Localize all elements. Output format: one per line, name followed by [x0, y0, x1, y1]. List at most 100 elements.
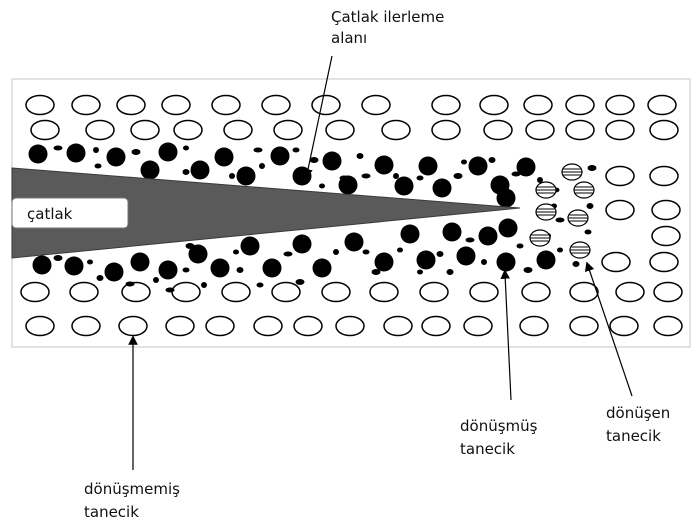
transformed-fragment — [333, 249, 339, 255]
transforming-grain — [570, 242, 590, 258]
untransformed-grain — [122, 283, 150, 302]
untransformed-grain — [70, 283, 98, 302]
crack-zone-label-line1: Çatlak ilerleme — [331, 8, 444, 26]
transformed-fragment — [362, 174, 371, 179]
transformed-fragment — [237, 267, 244, 273]
transformed-fragment — [126, 282, 135, 287]
untransformed-grain — [526, 121, 554, 140]
untransformed-grain — [222, 283, 250, 302]
transformed-label-line2: tanecik — [460, 440, 515, 458]
untransformed-grain — [520, 317, 548, 336]
transformed-grain — [419, 157, 438, 176]
transformed-fragment — [257, 283, 264, 288]
untransformed-grain — [131, 121, 159, 140]
untransformed-grain — [336, 317, 364, 336]
transformed-grain — [443, 223, 462, 242]
transformed-fragment — [461, 160, 467, 165]
transformed-fragment — [437, 251, 444, 257]
transformed-grain — [395, 177, 414, 196]
transformed-fragment — [447, 269, 454, 275]
transformed-fragment — [93, 147, 99, 153]
untransformed-grain — [566, 96, 594, 115]
transformed-grain — [215, 148, 234, 167]
transformed-fragment — [95, 164, 102, 169]
transformed-grain — [159, 261, 178, 280]
transforming-grain — [568, 210, 588, 226]
transformed-grain — [499, 219, 518, 238]
untransformed-grain — [606, 96, 634, 115]
untransformed-grain — [522, 283, 550, 302]
untransformed-grain — [652, 201, 680, 220]
transformed-grain — [537, 251, 556, 270]
transformed-fragment — [296, 279, 305, 285]
untransformed-grain — [26, 317, 54, 336]
transformed-fragment — [183, 146, 189, 151]
transformed-fragment — [489, 157, 496, 163]
transformed-grain — [469, 157, 488, 176]
transformed-fragment — [186, 243, 195, 249]
untransformed-grain — [606, 167, 634, 186]
transformed-grain — [375, 156, 394, 175]
transformed-fragment — [417, 176, 424, 181]
untransformed-grain — [464, 317, 492, 336]
transformed-grain — [293, 235, 312, 254]
untransformed-grain — [166, 317, 194, 336]
transforming-label-line1: dönüşen — [606, 404, 670, 422]
untransformed-grain — [570, 317, 598, 336]
untransformed-grain — [162, 96, 190, 115]
transformed-fragment — [229, 173, 235, 179]
untransformed-grain — [274, 121, 302, 140]
transformed-grain — [323, 152, 342, 171]
untransformed-grain — [606, 121, 634, 140]
transformed-fragment — [319, 184, 325, 189]
transformed-fragment — [454, 173, 463, 179]
transformed-fragment — [556, 218, 565, 223]
transformed-fragment — [54, 255, 63, 261]
untransformed-grain — [650, 253, 678, 272]
transformed-fragment — [363, 250, 370, 255]
transformed-fragment — [183, 268, 190, 273]
transformed-fragment — [588, 165, 597, 171]
transformed-grain — [237, 167, 256, 186]
untransformed-grain — [422, 317, 450, 336]
untransformed-grain — [370, 283, 398, 302]
transformed-grain — [313, 259, 332, 278]
untransformed-grain — [570, 283, 598, 302]
transformed-grain — [375, 253, 394, 272]
untransformed-grain — [31, 121, 59, 140]
transformed-fragment — [357, 153, 364, 159]
transformed-grain — [105, 263, 124, 282]
transformed-fragment — [284, 252, 293, 257]
transformed-fragment — [54, 146, 63, 151]
transformed-fragment — [201, 282, 207, 288]
untransformed-grain — [524, 96, 552, 115]
transformed-fragment — [233, 250, 239, 255]
transforming-grain — [562, 164, 582, 180]
untransformed-grain — [470, 283, 498, 302]
transformed-fragment — [585, 230, 592, 235]
transformed-fragment — [372, 269, 381, 275]
transforming-grain — [574, 182, 594, 198]
untransformed-grain — [272, 283, 300, 302]
untransformed-grain — [174, 121, 202, 140]
untransformed-grain — [654, 317, 682, 336]
untransformed-grain — [484, 121, 512, 140]
untransformed-grain — [606, 201, 634, 220]
untransformed-grain — [262, 96, 290, 115]
transformed-grain — [29, 145, 48, 164]
transformed-fragment — [153, 277, 159, 283]
transformed-grain — [345, 233, 364, 252]
transformed-grain — [401, 225, 420, 244]
untransformed-grain — [610, 317, 638, 336]
transformed-fragment — [340, 176, 349, 181]
transformed-label-line1: dönüşmüş — [460, 417, 538, 435]
untransformed-grain — [566, 121, 594, 140]
untransformed-grain — [432, 121, 460, 140]
transformed-fragment — [166, 288, 175, 293]
untransformed-grain — [432, 96, 460, 115]
untransformed-grain — [652, 227, 680, 246]
untransformed-grain — [382, 121, 410, 140]
transformed-grain — [141, 161, 160, 180]
